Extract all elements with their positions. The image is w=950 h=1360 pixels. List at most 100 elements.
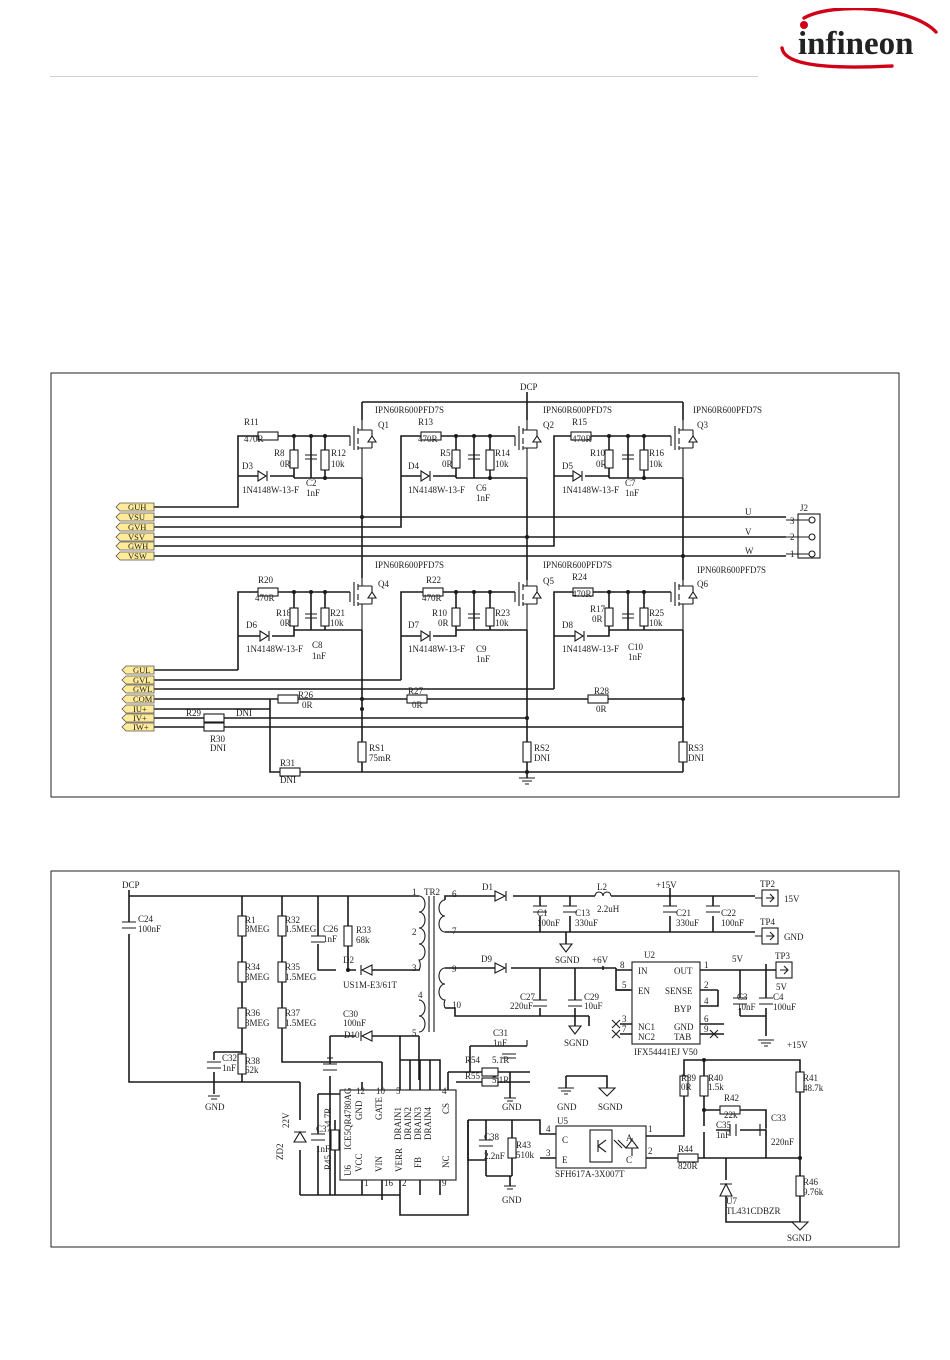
- bottom-schematic-u6-pins-11: NC: [441, 1155, 451, 1168]
- lower-ports: GUL GVL GWL COM IU+ IV+ IW+: [121, 665, 155, 732]
- bottom-schematic-sgnd: SGND: [555, 955, 580, 965]
- r30: [203, 722, 225, 732]
- bottom-schematic-divider-0-val: 3MEG: [245, 924, 270, 934]
- top-schematic-low-side-2-rgs: R25: [649, 608, 665, 618]
- bottom-schematic-u6-pins-1: GATE: [374, 1097, 384, 1120]
- top-schematic-jumpers-2-ref: R28: [594, 686, 610, 696]
- bottom-schematic-u5-part: SFH617A-3X007T: [555, 1169, 625, 1179]
- bottom-schematic-tr2-pins-8: 10: [452, 1000, 462, 1010]
- bottom-schematic-u2-pin-numbers-1: 5: [622, 980, 627, 990]
- r5-val: 0R: [442, 459, 453, 469]
- c6-ref: C6: [476, 483, 487, 493]
- d3-ref: D3: [242, 461, 253, 471]
- r29: [203, 713, 225, 723]
- top-schematic-jumpers-2-val: 0R: [596, 704, 607, 714]
- bottom-schematic-u2-pin-numbers-6: 4: [704, 996, 709, 1006]
- q2-part: IPN60R600PFD7S: [543, 405, 612, 415]
- r14-ref: R14: [495, 448, 511, 458]
- top-schematic-low-side-1-d-part: 1N4148W-13-F: [408, 644, 465, 654]
- bottom-schematic-u6-pins-5: DRAIN4: [423, 1107, 433, 1140]
- q1-ref: Q1: [378, 420, 389, 430]
- upper-ports: GUH VSU GVH VSV GWH VSW: [115, 502, 155, 561]
- bottom-schematic-r54-val: 5.1R: [492, 1055, 509, 1065]
- bottom-schematic-r55-val: 5.1R: [492, 1075, 509, 1085]
- top-schematic-ports-lower-4: IU+: [133, 704, 147, 714]
- high-side-leg-2: R13 470R R5 0R R14 10k C6 1nF D4 1N4148W…: [400, 405, 612, 503]
- bottom-schematic-c21-ref: C21: [676, 908, 691, 918]
- rs2: [522, 741, 532, 763]
- bottom-schematic-tr2-pins-5: 6: [452, 889, 457, 899]
- bottom-schematic-u2-pins-7: GND: [674, 1022, 694, 1032]
- bottom-schematic-c29-val: 10uF: [584, 1001, 603, 1011]
- top-schematic-low-side-2-rgs-val: 10k: [649, 618, 663, 628]
- dcp-input-wiring: [128, 890, 419, 1083]
- top-schematic-low-side-1-c: C9: [476, 644, 487, 654]
- top-schematic-jumpers-1-ref: R27: [408, 686, 424, 696]
- q1-part: IPN60R600PFD7S: [375, 405, 444, 415]
- bottom-schematic-gnd: GND: [557, 1102, 577, 1112]
- bottom-schematic-u6-pins-6: CS: [441, 1103, 451, 1114]
- top-schematic-ports-lower-0: GUL: [133, 665, 150, 675]
- tl431-feedback: R39 0R R40 1.5k R42 22k C35 1nF C33 220n…: [646, 1040, 824, 1243]
- top-schematic-low-side-0-part: IPN60R600PFD7S: [375, 560, 444, 570]
- bottom-schematic-u6-pins-4: DRAIN3: [413, 1107, 423, 1140]
- bottom-schematic-rail-6v: +6V: [592, 955, 609, 965]
- top-schematic-low-side-1-part: IPN60R600PFD7S: [543, 560, 612, 570]
- port-gwh: GWH: [128, 541, 148, 551]
- top-schematic-low-side-0-d: D6: [246, 620, 257, 630]
- r16-ref: R16: [649, 448, 665, 458]
- bottom-schematic-tp2-label: 15V: [784, 894, 800, 904]
- bottom-schematic-u2-pin-numbers-5: 2: [704, 980, 709, 990]
- top-schematic-low-side-2-d-part: 1N4148W-13-F: [562, 644, 619, 654]
- bottom-schematic-c3-val: 10nF: [737, 1002, 756, 1012]
- bottom-schematic-u5-pin-numbers-0: 4: [546, 1124, 551, 1134]
- r31: [279, 767, 301, 777]
- bottom-schematic-u6-pin-numbers-0: 12: [356, 1086, 365, 1096]
- bottom-schematic-c27-val: 220uF: [510, 1001, 533, 1011]
- bottom-schematic-u2-pin-numbers-4: 1: [704, 960, 709, 970]
- top-schematic-jumpers-3-val: DNI: [236, 708, 252, 718]
- dcp-label: DCP: [520, 382, 538, 392]
- bottom-schematic-u6-pins-9: VERR: [394, 1148, 404, 1172]
- bottom-schematic-u2-pins-8: TAB: [674, 1032, 691, 1042]
- r11-ref: R11: [244, 417, 259, 427]
- top-schematic-low-side-2-rp: R17: [590, 604, 606, 614]
- d5-ref: D5: [562, 461, 573, 471]
- bottom-schematic-frame: [50, 870, 900, 1248]
- top-schematic-low-side-0-c: C8: [312, 640, 323, 650]
- top-schematic-jumpers-5-val: DNI: [280, 775, 296, 785]
- bottom-schematic-tr2-pins-1: 2: [412, 927, 417, 937]
- bottom-schematic-c1-val: 100nF: [537, 918, 560, 928]
- bottom-schematic-c31-val: 1nF: [493, 1038, 507, 1048]
- top-schematic-jumpers-0-ref: R26: [298, 690, 314, 700]
- bottom-schematic-r45-ref: R45: [323, 1154, 333, 1170]
- bottom-schematic-r44-val: 820R: [678, 1161, 698, 1171]
- q2-ref: Q2: [543, 420, 554, 430]
- bottom-schematic-u6-ref: U6: [343, 1165, 353, 1176]
- bottom-schematic-r45-val: 4.7R: [323, 1108, 333, 1125]
- bottom-schematic-c38-ref: C38: [484, 1132, 500, 1142]
- bottom-schematic-rail-5v: 5V: [732, 954, 744, 964]
- top-schematic-low-side-1-q: Q5: [543, 576, 554, 586]
- bottom-schematic-c26-ref: C26: [323, 924, 339, 934]
- bottom-schematic-tr2-pins-0: 1: [412, 887, 417, 897]
- bottom-schematic-u2-pins-4: OUT: [674, 966, 693, 976]
- bottom-schematic-l2-ref: L2: [597, 882, 607, 892]
- bottom-schematic-u6-pins-0: GND: [354, 1100, 364, 1120]
- bottom-schematic-r54-ref: R54: [465, 1055, 481, 1065]
- rs1: [357, 741, 367, 763]
- top-schematic-ports-lower-2: GWL: [133, 684, 152, 694]
- logo-text: infineon: [798, 26, 914, 62]
- low-side-leg-6: R24 470R R17 0R R25 10k C10 1nF D8 1N414…: [553, 565, 766, 689]
- bottom-schematic-u2-pin-numbers-2: 3: [622, 1014, 627, 1024]
- r5-ref: R5: [440, 448, 451, 458]
- bottom-schematic-u5-pins-1: E: [562, 1155, 568, 1165]
- bottom-schematic-r39-ref: R39: [681, 1073, 697, 1083]
- bottom-schematic-c37-ref: C37: [316, 1124, 332, 1134]
- port-vsu: VSU: [128, 512, 145, 522]
- bottom-schematic-c32-val: 1nF: [222, 1063, 236, 1073]
- bottom-schematic-divider-5-val: 1.5MEG: [285, 1018, 317, 1028]
- bottom-schematic-r38-val: 62k: [245, 1065, 259, 1075]
- top-schematic-low-side-2-c: C10: [628, 642, 644, 652]
